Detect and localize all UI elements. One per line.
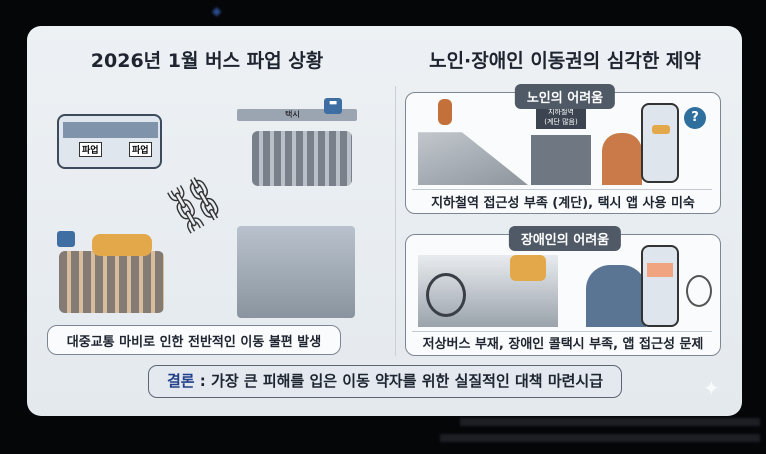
left-title: 2026년 1월 버스 파업 상황 xyxy=(90,50,324,72)
question-icon: ? xyxy=(684,107,706,129)
taxi-illustration xyxy=(510,255,546,281)
wheelchair-icon xyxy=(686,275,712,307)
background-text xyxy=(460,418,760,426)
infographic-image: 2026년 1월 버스 파업 상황 노인·장애인 이동권의 심각한 제약 파업 … xyxy=(27,26,742,416)
strike-sign: 파업 xyxy=(79,142,102,157)
street-chaos-illustration xyxy=(237,226,355,318)
subway-entrance xyxy=(531,135,591,185)
sparkle-icon: ✦ xyxy=(703,376,720,400)
phone-illustration xyxy=(641,103,679,183)
gem-icon: ◆ xyxy=(212,4,222,18)
disabled-caption: 저상버스 부재, 장애인 콜택시 부족, 앱 접근성 문제 xyxy=(422,337,704,352)
subway-sign: 지하철역 (계단 많음) xyxy=(536,105,586,129)
disabled-box xyxy=(405,234,721,356)
taxi-illustration xyxy=(92,234,152,256)
strike-sign: 파업 xyxy=(129,142,152,157)
conclusion-text: : 가장 큰 피해를 입은 이동 약자를 위한 실질적인 대책 마련시급 xyxy=(194,372,604,390)
taxi-icon: ▬ xyxy=(324,98,342,114)
taxi-sign-icon xyxy=(57,231,75,247)
divider xyxy=(395,86,396,356)
elderly-man-illustration xyxy=(602,133,642,185)
left-caption-box xyxy=(47,325,341,355)
taxi-queue-illustration xyxy=(59,251,164,313)
elderly-box: 지하철역 (계단 많음) ? xyxy=(405,92,721,214)
background-text xyxy=(440,434,760,442)
crowd-illustration xyxy=(252,131,352,186)
elderly-label: 노인의 어려움 xyxy=(514,84,616,109)
left-caption: 대중교통 마비로 인한 전반적인 이동 불편 발생 xyxy=(66,335,322,350)
stairs-illustration xyxy=(418,132,528,185)
disabled-label: 장애인의 어려움 xyxy=(508,226,622,251)
conclusion-box: 결론 : 가장 큰 피해를 입은 이동 약자를 위한 실질적인 대책 마련시급 xyxy=(148,365,622,398)
broken-chain-icon: ⛓ xyxy=(156,165,234,242)
top-bar: ◆ xyxy=(0,0,766,24)
conclusion-prefix: 결론 xyxy=(166,372,195,390)
elderly-person-illustration xyxy=(438,99,452,125)
right-title: 노인·장애인 이동권의 심각한 제약 xyxy=(429,50,701,72)
phone-illustration xyxy=(641,245,679,327)
bus-illustration: 파업 파업 xyxy=(57,114,162,169)
wheelchair-illustration xyxy=(426,273,466,317)
person-illustration xyxy=(586,265,646,327)
elderly-caption: 지하철역 접근성 부족 (계단), 택시 앱 사용 미숙 xyxy=(431,196,695,211)
